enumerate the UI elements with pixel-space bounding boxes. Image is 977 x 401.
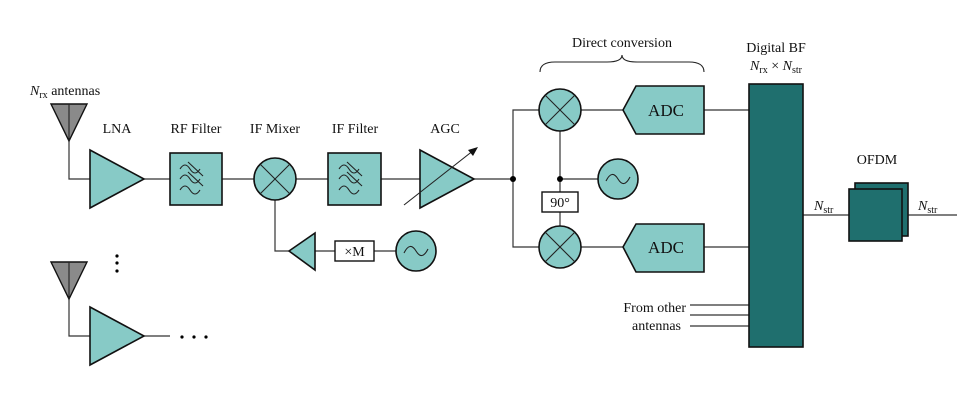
phase-shifter-block [541, 191, 579, 213]
bandpass-filter-icon [338, 161, 363, 195]
digital-beamformer-block [748, 83, 804, 348]
junction-dot-lo [557, 176, 563, 182]
vertical-ellipsis [115, 254, 119, 273]
bandpass-filter-icon [179, 161, 204, 195]
ofdm-label: OFDM [857, 153, 898, 168]
adc-bottom-block [622, 223, 705, 273]
rf-filter-label: RF Filter [171, 122, 222, 137]
agc-label: AGC [430, 122, 460, 137]
if-mixer-icon [253, 157, 297, 201]
wires [68, 109, 957, 337]
agc-amplifier-icon [403, 147, 478, 210]
rf-filter-block [169, 152, 223, 206]
oscillator-icon [395, 230, 437, 272]
from-other-antennas-line1: From other [623, 301, 686, 316]
lna-amplifier-icon [89, 305, 146, 367]
wire-mixer-lo-amp [274, 200, 289, 252]
wire-antenna1-lna [68, 141, 90, 180]
ofdm-block [848, 182, 909, 242]
antenna-icon [49, 261, 89, 301]
multiplier-label: ×M [344, 245, 365, 260]
i-mixer-icon [538, 88, 582, 132]
nstr-input-label: Nstr [813, 199, 834, 216]
direct-conversion-label: Direct conversion [572, 36, 672, 51]
lo-buffer-amplifier-icon [287, 231, 316, 272]
wire-split-iq [512, 109, 539, 248]
lna-label: LNA [103, 122, 133, 137]
adc-top-block [622, 85, 705, 135]
from-other-antennas-line2: antennas [632, 319, 681, 334]
if-mixer-label: IF Mixer [250, 122, 301, 137]
ofdm-block-front [848, 188, 903, 242]
if-filter-label: IF Filter [332, 122, 379, 137]
nstr-output-label: Nstr [917, 199, 938, 216]
curly-brace [539, 54, 705, 73]
antennas-label: Nrx antennas [29, 84, 100, 101]
junction-dot-split [510, 176, 516, 182]
digital-bf-dimension-label: Nrx × Nstr [749, 59, 803, 76]
oscillator-icon [597, 158, 639, 200]
phase-shift-label: 90° [550, 196, 570, 211]
variable-gain-arrow-icon [468, 147, 478, 156]
q-mixer-icon [538, 225, 582, 269]
if-filter-block [327, 152, 382, 206]
horizontal-ellipsis [180, 335, 208, 339]
frequency-multiplier-block [334, 240, 375, 262]
adc-bottom-label: ADC [648, 238, 684, 257]
antenna-icon [49, 103, 89, 143]
wire-antenna2-lna [68, 299, 90, 337]
digital-bf-label: Digital BF [746, 41, 806, 56]
adc-top-label: ADC [648, 101, 684, 120]
lna-amplifier-icon [89, 148, 146, 210]
